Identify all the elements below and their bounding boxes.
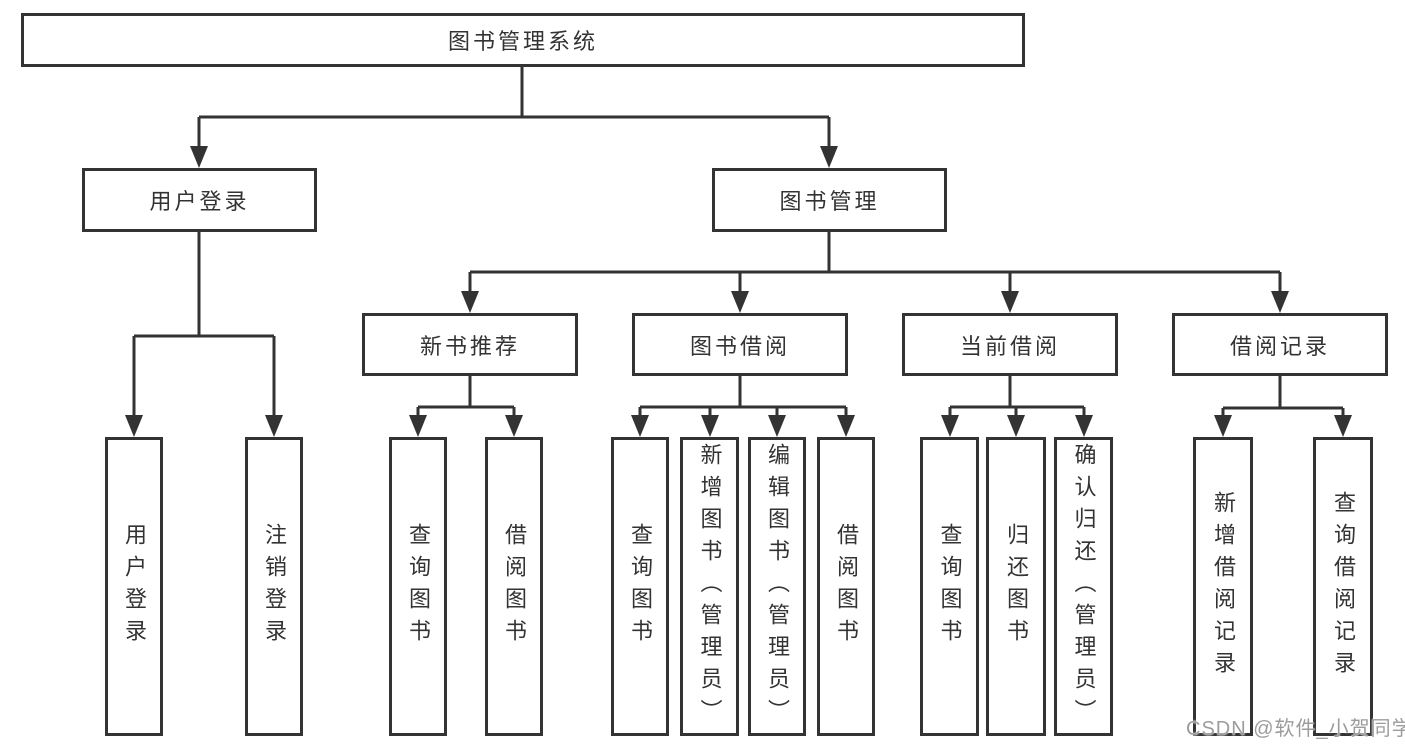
leaf-user-login: 用户登录 xyxy=(105,437,163,736)
arrowhead-down-icon xyxy=(701,415,719,437)
leaf-query-books-3: 查询图书 xyxy=(920,437,979,736)
node-label: 图书管理系统 xyxy=(447,29,598,54)
node-label: 新增借阅记录 xyxy=(1211,490,1236,683)
node-label: 查询图书 xyxy=(628,522,653,651)
node-label: 归还图书 xyxy=(1004,522,1029,651)
arrowhead-down-icon xyxy=(409,415,427,437)
node-label: 借阅图书 xyxy=(834,522,859,651)
connector-lines xyxy=(132,232,276,419)
leaf-logout: 注销登录 xyxy=(245,437,303,736)
node-label: 新书推荐 xyxy=(419,333,520,359)
node-label: 图书管理 xyxy=(779,189,880,214)
node-label: 查询图书 xyxy=(406,522,431,651)
leaf-borrow-books-1: 借阅图书 xyxy=(485,437,543,736)
node-label: 用户登录 xyxy=(149,189,250,214)
connector-current-borrow-to-leaves xyxy=(941,376,1093,437)
node-user-login: 用户登录 xyxy=(82,168,317,232)
node-label: 查询借阅记录 xyxy=(1331,490,1356,683)
arrowhead-down-icon xyxy=(265,415,283,437)
arrowhead-down-icon xyxy=(820,146,838,168)
connector-lines xyxy=(197,67,831,150)
arrowhead-down-icon xyxy=(768,415,786,437)
connector-user-login-to-leaves xyxy=(125,232,283,437)
connector-lines xyxy=(948,376,1086,421)
arrowhead-down-icon xyxy=(1007,415,1025,437)
node-borrow-records: 借阅记录 xyxy=(1172,313,1388,376)
node-root-system: 图书管理系统 xyxy=(21,13,1025,67)
node-label: 新增图书（管理员） xyxy=(697,442,723,731)
node-current-borrow: 当前借阅 xyxy=(902,313,1118,376)
connector-lines xyxy=(416,376,516,421)
connector-new-book-rec-to-leaves xyxy=(409,376,523,437)
node-label: 借阅记录 xyxy=(1229,333,1330,359)
node-label: 用户登录 xyxy=(122,522,147,651)
node-label: 编辑图书（管理员） xyxy=(765,442,790,731)
arrowhead-down-icon xyxy=(1075,415,1093,437)
leaf-add-books-admin: 新增图书（管理员） xyxy=(680,437,739,736)
arrowhead-down-icon xyxy=(1334,415,1352,437)
leaf-add-borrow-record: 新增借阅记录 xyxy=(1193,437,1253,736)
leaf-query-borrow-record: 查询借阅记录 xyxy=(1313,437,1373,736)
arrowhead-down-icon xyxy=(941,415,959,437)
node-book-borrow: 图书借阅 xyxy=(632,313,848,376)
connector-root-to-level2 xyxy=(190,67,838,168)
arrowhead-down-icon xyxy=(461,291,479,313)
arrowhead-down-icon xyxy=(837,415,855,437)
arrowhead-down-icon xyxy=(125,415,143,437)
arrowhead-down-icon xyxy=(631,415,649,437)
node-label: 图书借阅 xyxy=(689,333,790,359)
connector-lines xyxy=(1221,376,1345,421)
leaf-borrow-books-2: 借阅图书 xyxy=(817,437,875,736)
leaf-query-books-2: 查询图书 xyxy=(611,437,669,736)
arrowhead-down-icon xyxy=(1271,291,1289,313)
leaf-confirm-return-admin: 确认归还（管理员） xyxy=(1054,437,1113,736)
arrowhead-down-icon xyxy=(731,291,749,313)
arrowhead-down-icon xyxy=(1214,415,1232,437)
connector-book-borrow-to-leaves xyxy=(631,376,855,437)
leaf-edit-books-admin: 编辑图书（管理员） xyxy=(748,437,806,736)
connector-lines xyxy=(468,232,1282,295)
node-label: 确认归还（管理员） xyxy=(1071,442,1097,731)
node-book-management: 图书管理 xyxy=(712,168,947,232)
connector-lines xyxy=(638,376,848,421)
node-label: 查询图书 xyxy=(937,522,963,651)
leaf-return-books: 归还图书 xyxy=(986,437,1046,736)
node-label: 当前借阅 xyxy=(959,333,1060,359)
arrowhead-down-icon xyxy=(190,146,208,168)
arrowhead-down-icon xyxy=(505,415,523,437)
connector-borrow-records-to-leaves xyxy=(1214,376,1352,437)
connector-book-management-to-level3 xyxy=(461,232,1289,313)
node-new-book-recommend: 新书推荐 xyxy=(362,313,578,376)
csdn-watermark: CSDN @软件_小贺同学 xyxy=(1186,718,1405,740)
node-label: 注销登录 xyxy=(262,522,287,651)
arrowhead-down-icon xyxy=(1001,291,1019,313)
node-label: 借阅图书 xyxy=(502,522,527,651)
leaf-query-books-1: 查询图书 xyxy=(389,437,447,736)
